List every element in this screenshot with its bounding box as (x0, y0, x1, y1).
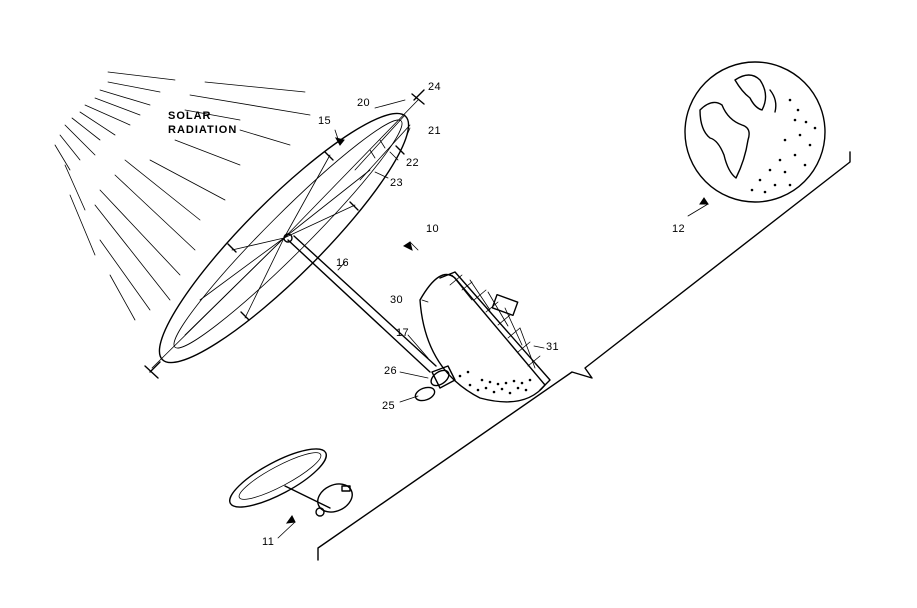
ref-label-16: 16 (336, 257, 349, 269)
ref-label-15: 15 (318, 115, 331, 127)
ref-label-31: 31 (546, 341, 559, 353)
ref-label-22: 22 (406, 157, 419, 169)
ref-label-25: 25 (382, 400, 395, 412)
globe-dots (750, 98, 817, 194)
ref-label-24: 24 (428, 81, 441, 93)
ref-label-23: 23 (390, 177, 403, 189)
solar-radiation-rays (54, 71, 311, 321)
large-reflector (144, 89, 425, 379)
ref-label-11: 11 (262, 536, 274, 548)
ref-label-21: 21 (428, 125, 441, 137)
ref-label-10: 10 (426, 223, 439, 235)
solar-radiation-label-line1: SOLAR (168, 110, 212, 122)
ref-label-26: 26 (384, 365, 397, 377)
solar-radiation-label-line2: RADIATION (168, 124, 237, 136)
ref-label-17: 17 (396, 327, 409, 339)
ref-label-30: 30 (390, 294, 403, 306)
leader-lines (277, 99, 709, 539)
arrowheads (285, 137, 709, 524)
small-satellite (229, 448, 353, 517)
ref-label-12: 12 (672, 223, 685, 235)
frame-break-line (317, 151, 851, 561)
ref-label-20: 20 (357, 97, 370, 109)
support-boom (287, 235, 437, 373)
earth-globe (684, 61, 826, 203)
shading-dots (458, 370, 532, 395)
receiver-module (414, 271, 551, 403)
